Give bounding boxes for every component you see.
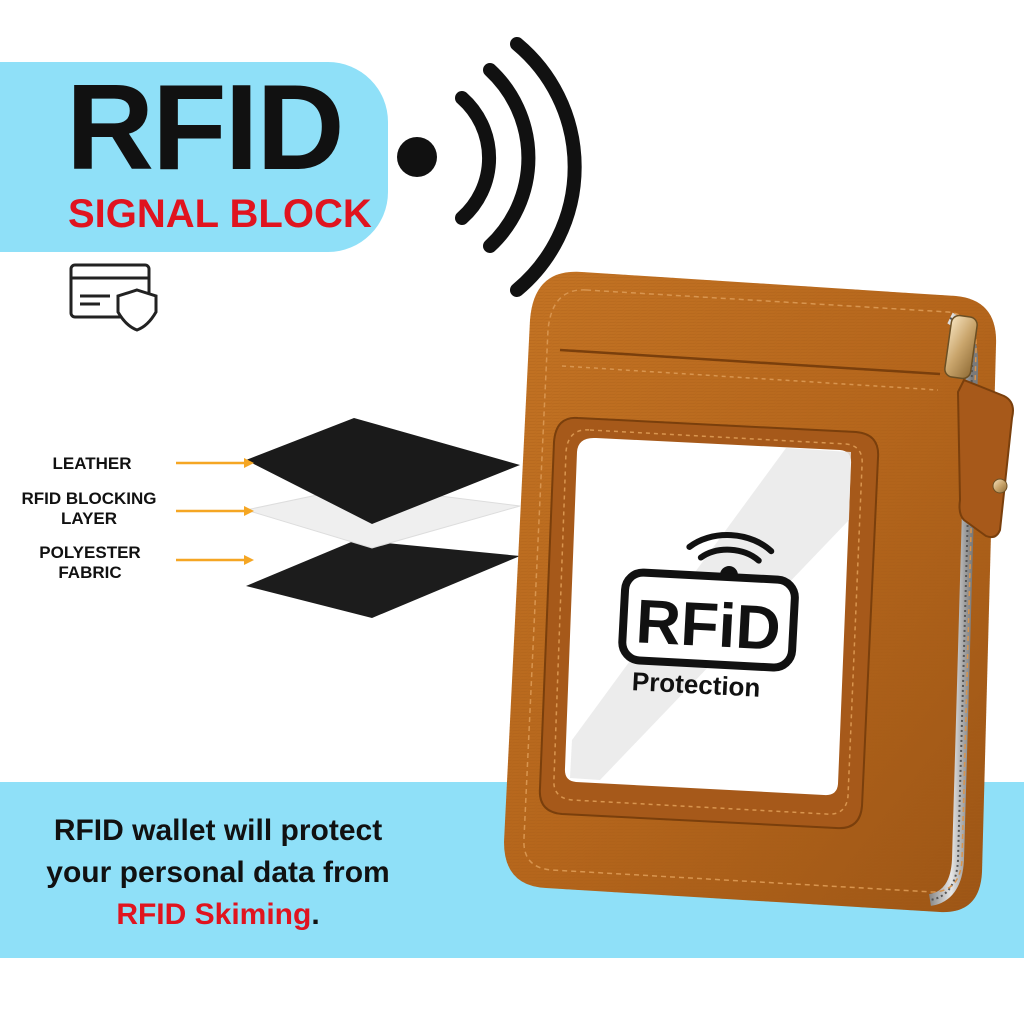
label-polyester-line2: FABRIC (58, 563, 122, 582)
label-leather: LEATHER (30, 454, 154, 474)
layer-stack (245, 418, 521, 618)
label-leather-text: LEATHER (52, 454, 132, 473)
footer-line3: RFID Skiming. (12, 894, 424, 936)
badge-wifi-icon (686, 532, 775, 564)
polyester-layer (246, 540, 520, 618)
signal-block-subtitle: SIGNAL BLOCK (68, 192, 372, 236)
rfid-title: RFID (66, 59, 345, 195)
badge-logo-text: RFiD (634, 587, 782, 663)
signal-dot-icon (397, 137, 437, 177)
footer-message: RFID wallet will protect your personal d… (12, 810, 424, 936)
label-rfid-line2: LAYER (60, 509, 118, 528)
top-banner (0, 62, 388, 252)
label-rfid-blocking-layer: RFID BLOCKING LAYER (4, 489, 174, 529)
signal-waves-icon (455, 37, 582, 297)
zipper-pull (944, 314, 1014, 539)
layer-arrow-icon (176, 458, 254, 565)
badge-caption: Protection (631, 666, 761, 703)
rfid-protection-badge: RFiD Protection (618, 532, 799, 703)
label-rfid-line1: RFID BLOCKING (21, 489, 157, 508)
card-shield-icon (69, 263, 158, 332)
leather-layer (246, 418, 520, 524)
footer-line1: RFID wallet will protect (53, 814, 383, 847)
footer-highlight: RFID Skiming (116, 898, 312, 931)
footer-line2: your personal data from (46, 856, 390, 889)
label-polyester-fabric: POLYESTER FABRIC (20, 543, 160, 583)
footer-end: . (311, 898, 320, 931)
label-polyester-line1: POLYESTER (39, 543, 141, 562)
